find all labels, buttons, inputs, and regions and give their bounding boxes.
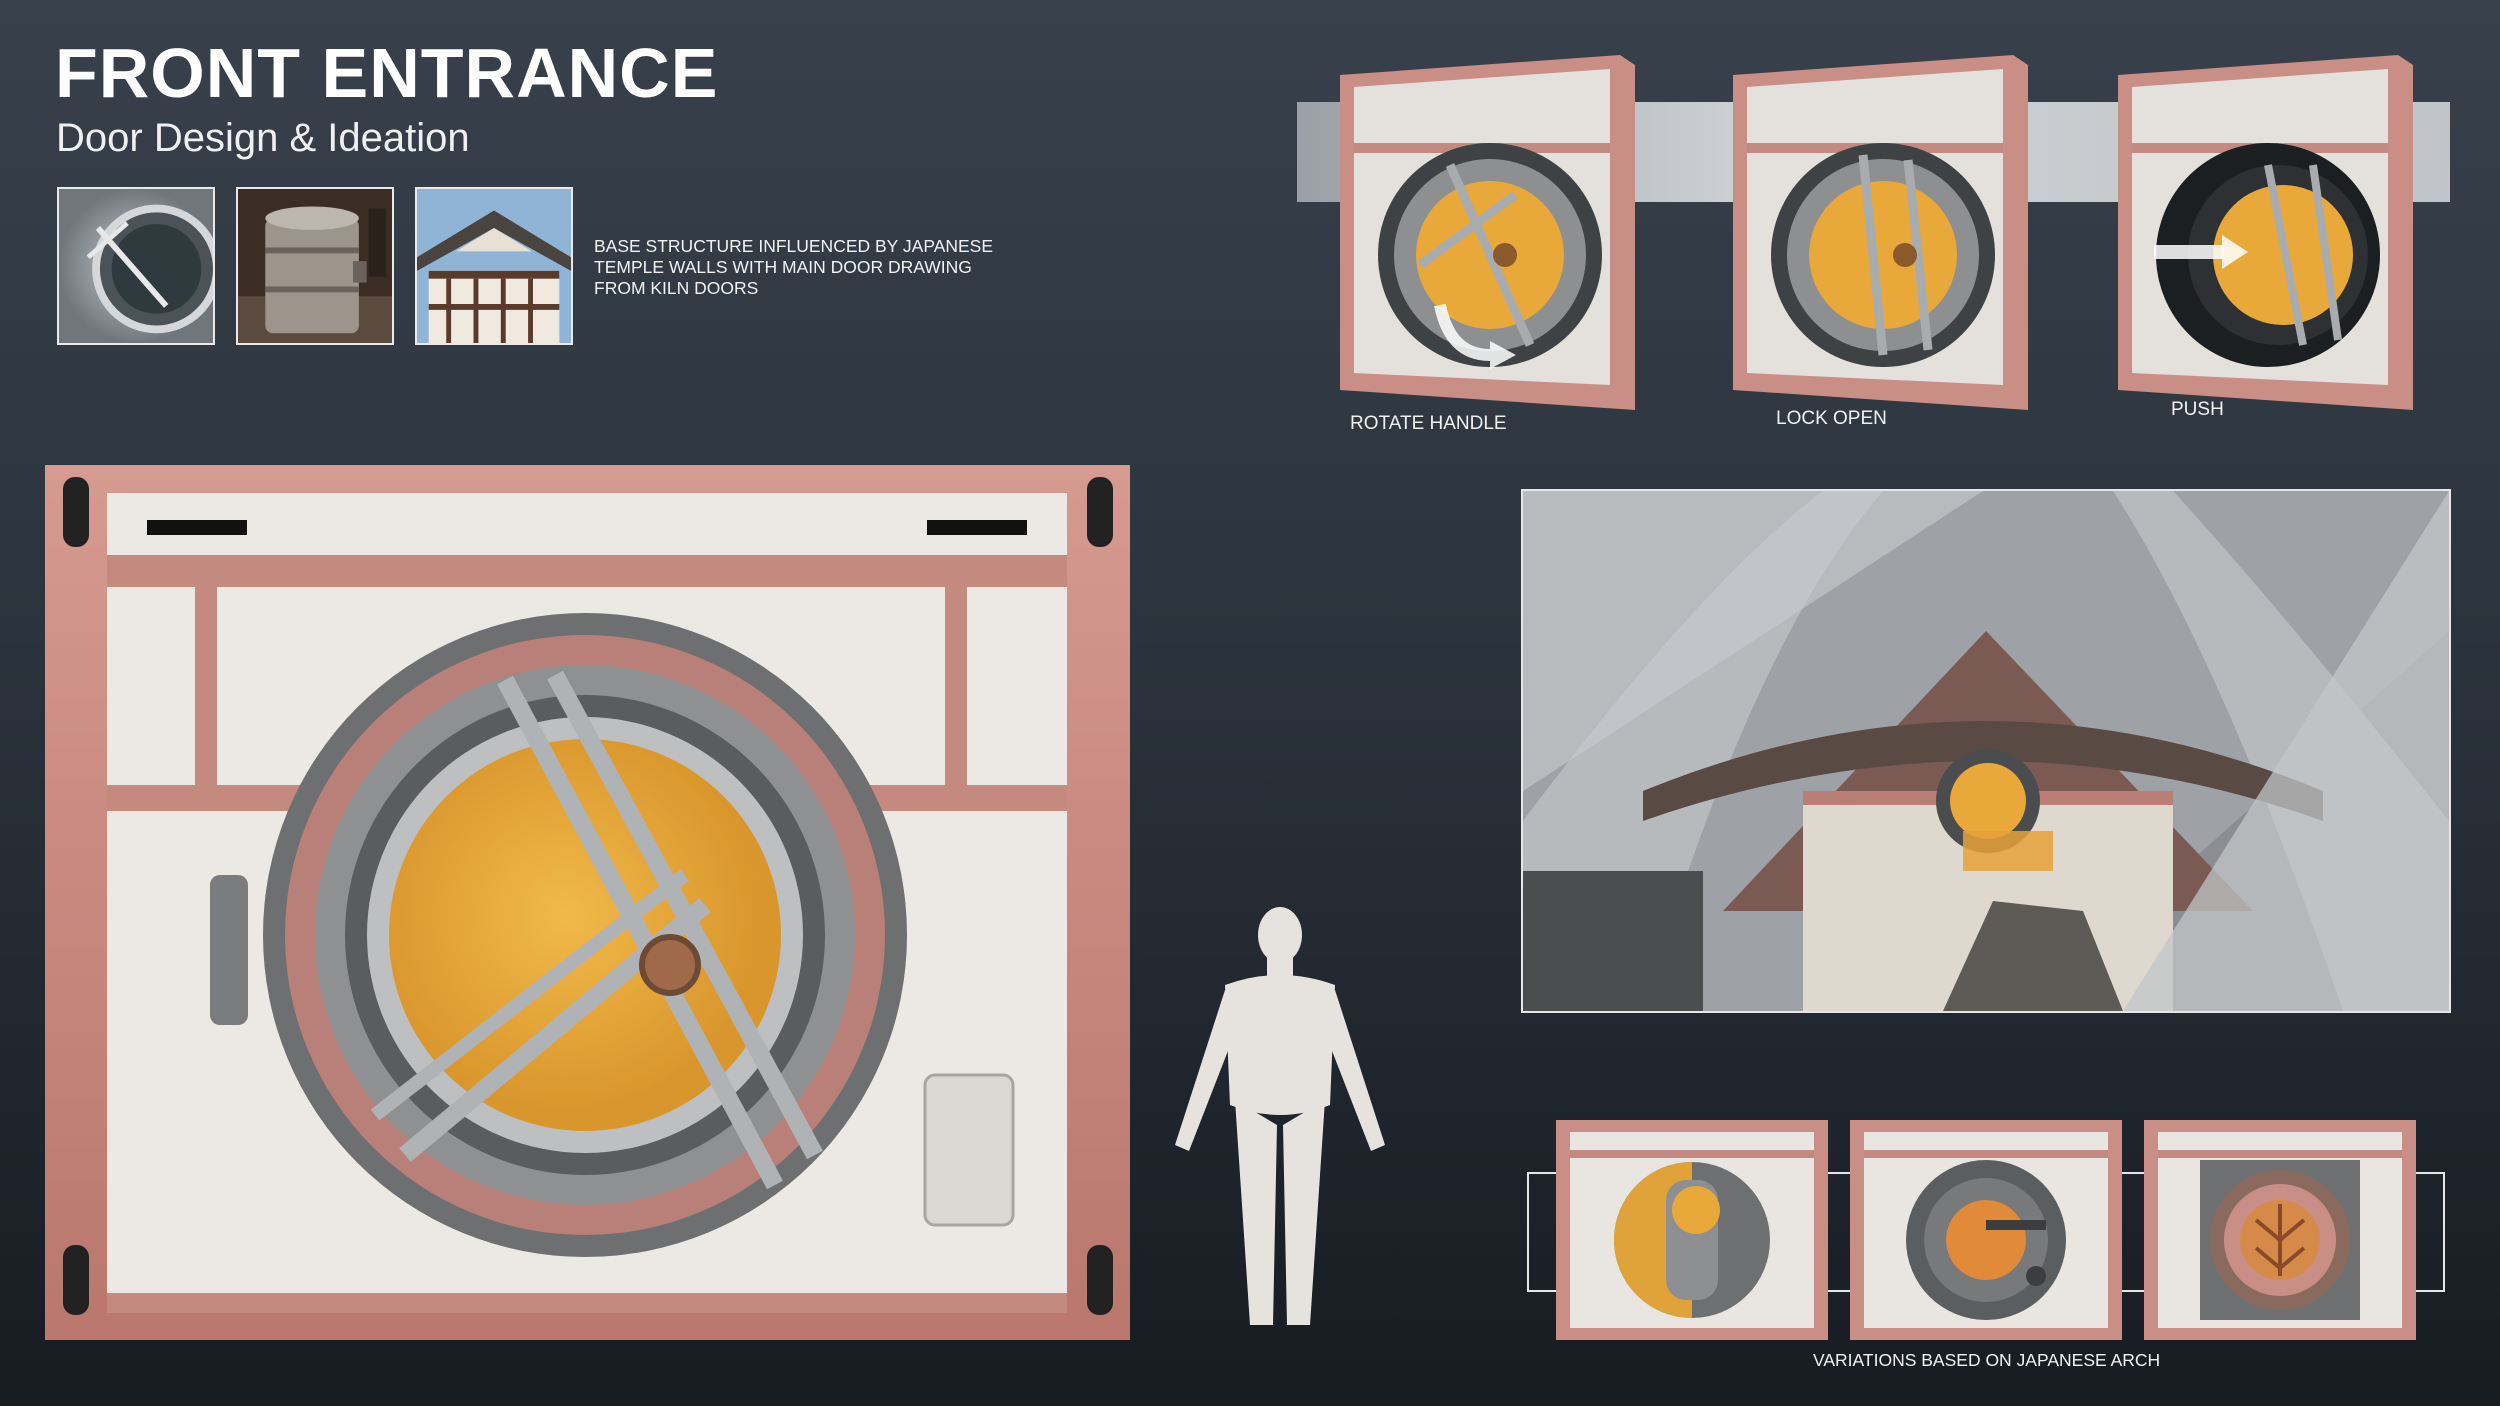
kiln-reference-image <box>236 187 394 345</box>
page-title: FRONT ENTRANCE <box>55 34 719 112</box>
rotate-arrow-icon <box>1434 303 1491 361</box>
sequence-label-rotate: ROTATE HANDLE <box>1350 413 1507 434</box>
variations-caption: VARIATIONS BASED ON JAPANESE ARCH <box>1813 1350 2161 1370</box>
variation-door-2 <box>1850 1120 2122 1340</box>
main-door-render <box>45 465 1130 1340</box>
human-scale-figure <box>1155 895 1405 1340</box>
reference-note: BASE STRUCTURE INFLUENCED BY JAPANESE TE… <box>594 236 994 298</box>
variation-door-3 <box>2144 1120 2416 1340</box>
page-subtitle: Door Design & Ideation <box>56 116 470 160</box>
push-arrow-icon <box>2154 245 2224 259</box>
sequence-step-push <box>2118 55 2413 410</box>
sequence-label-lock: LOCK OPEN <box>1776 408 1887 429</box>
sequence-step-lock-open <box>1733 55 2028 410</box>
sequence-label-push: PUSH <box>2171 399 2224 420</box>
variation-door-1 <box>1556 1120 1828 1340</box>
environment-context-render <box>1521 489 2451 1013</box>
temple-reference-image <box>415 187 573 345</box>
porthole-door-reference-image <box>57 187 215 345</box>
sequence-step-rotate-handle <box>1340 55 1635 410</box>
